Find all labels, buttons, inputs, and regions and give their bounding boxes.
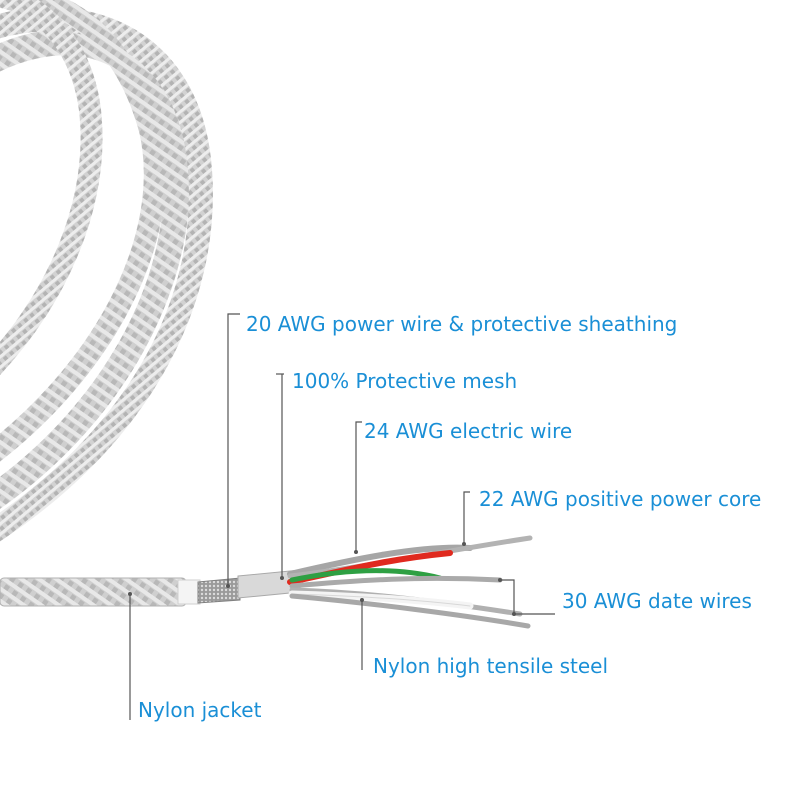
nylon-jacket-cable [0, 577, 201, 607]
label-tensile-steel: Nylon high tensile steel [373, 654, 609, 678]
protective-mesh [197, 577, 241, 604]
inner-wires [287, 535, 533, 629]
label-electric-wire: 24 AWG electric wire [364, 419, 573, 443]
cable-coil [0, 0, 213, 542]
label-positive-core: 22 AWG positive power core [479, 487, 762, 511]
label-date-wires: 30 AWG date wires [562, 589, 752, 613]
markers [128, 542, 516, 616]
leader-power-wire [227, 313, 240, 586]
label-nylon-jacket: Nylon jacket [138, 698, 262, 722]
label-protective-mesh: 100% Protective mesh [292, 369, 518, 393]
leader-positive-core [463, 491, 470, 544]
label-power-wire: 20 AWG power wire & protective sheathing [246, 312, 678, 336]
leader-lines [129, 313, 555, 720]
leader-date-wires [500, 579, 555, 615]
leader-electric-wire [355, 421, 362, 552]
